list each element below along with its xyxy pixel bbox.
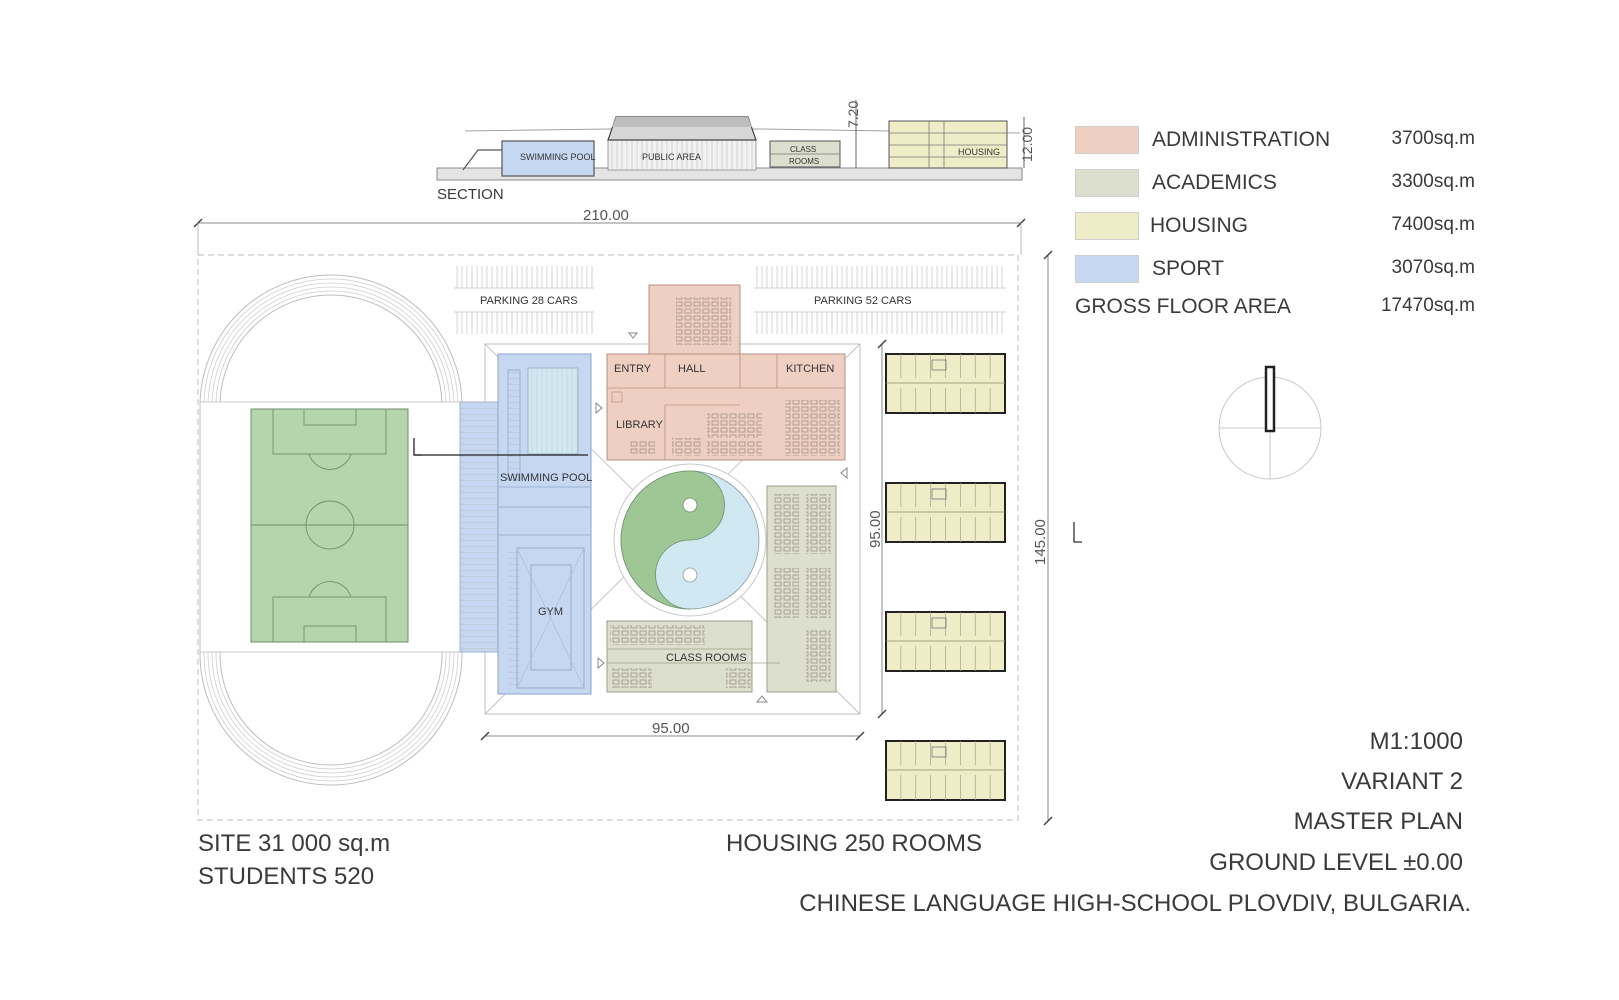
north-compass (1218, 365, 1322, 480)
legend-name-administration: ADMINISTRATION (1152, 128, 1331, 151)
gross-floor-area-value: 17470sq.m (1380, 295, 1475, 316)
administration-block: ENTRY HALL KITCHEN LIBRARY (606, 284, 846, 461)
entry-label: ENTRY (614, 363, 652, 375)
legend-swatch-administration (1075, 126, 1139, 154)
housing-rooms-text: HOUSING 250 ROOMS (726, 830, 983, 857)
parking-left-label: PARKING 28 CARS (480, 295, 578, 307)
sport-block: SWIMMING POOL GYM (413, 353, 592, 695)
parking-right-label: PARKING 52 CARS (814, 295, 912, 307)
hall-label: HALL (678, 363, 706, 375)
section-public-label: PUBLIC AREA (642, 152, 701, 162)
section-marker-right (1073, 522, 1082, 543)
parking-right: PARKING 52 CARS (754, 266, 1006, 334)
academics-block: CLASS ROOMS (606, 485, 837, 693)
library-label: LIBRARY (616, 419, 664, 431)
legend-row-sport: SPORT 3070sq.m (1075, 255, 1475, 283)
section-title: SECTION (437, 186, 504, 203)
section-dome-shade (612, 117, 752, 127)
section-drawing: SWIMMING POOL PUBLIC AREA CLASS ROOMS HO… (436, 100, 1035, 181)
football-field (250, 408, 409, 643)
housing-block (885, 611, 1006, 672)
dim-site-width-label: 210.00 (583, 207, 629, 224)
ground-level-text: GROUND LEVEL ±0.00 (1209, 849, 1463, 876)
class-rooms-label: CLASS ROOMS (666, 652, 747, 664)
section-housing-label: HOUSING (958, 147, 1000, 157)
plan-type-text: MASTER PLAN (1293, 808, 1463, 835)
site-boundary (197, 254, 1019, 821)
section-housing-block (888, 120, 1008, 169)
legend-value-housing: 7400sq.m (1391, 214, 1475, 235)
section-stairs (462, 149, 502, 171)
housing-block (885, 353, 1006, 414)
scale-text: M1:1000 (1369, 728, 1463, 755)
section-pool-label: SWIMMING POOL (520, 152, 596, 162)
legend-row-administration: ADMINISTRATION 3700sq.m (1075, 126, 1475, 154)
gym-label: GYM (538, 606, 563, 618)
housing-blocks (885, 353, 1006, 801)
project-title: CHINESE LANGUAGE HIGH-SCHOOL PLOVDIV, BU… (799, 890, 1471, 917)
section-height-b: 12.00 (1019, 127, 1035, 162)
gross-floor-area-label: GROSS FLOOR AREA (1075, 295, 1291, 318)
variant-text: VARIANT 2 (1341, 768, 1463, 795)
yin-yang-court (613, 463, 767, 617)
housing-block (885, 482, 1006, 543)
legend-value-administration: 3700sq.m (1391, 128, 1475, 149)
north-arrow-icon (1264, 365, 1276, 433)
legend-name-sport: SPORT (1152, 257, 1224, 280)
kitchen-label: KITCHEN (786, 363, 834, 375)
legend-name-housing: HOUSING (1150, 214, 1249, 237)
legend-value-sport: 3070sq.m (1391, 257, 1475, 278)
legend-swatch-sport (1075, 255, 1139, 283)
legend-value-academics: 3300sq.m (1391, 171, 1475, 192)
section-marker-left (413, 438, 422, 456)
site-outline: 210.00 145.00 (193, 207, 1082, 826)
site-area-text: SITE 31 000 sq.m (198, 830, 391, 857)
legend-name-academics: ACADEMICS (1152, 171, 1277, 194)
dim-site-depth-label: 145.00 (1032, 519, 1049, 565)
section-public-pattern (608, 140, 756, 170)
section-class-label-1: CLASS (790, 145, 816, 154)
legend-row-gross: GROSS FLOOR AREA 17470sq.m (1075, 293, 1475, 321)
section-class-label-2: ROOMS (789, 157, 819, 166)
parking-left: PARKING 28 CARS (454, 266, 594, 334)
section-pool-block (501, 140, 595, 177)
housing-block (885, 740, 1006, 801)
dim-court-width-label: 95.00 (652, 720, 690, 737)
legend-row-housing: HOUSING 7400sq.m (1075, 212, 1475, 240)
students-text: STUDENTS 520 (198, 863, 375, 890)
legend-swatch-academics (1075, 169, 1139, 197)
swimming-pool-label: SWIMMING POOL (500, 472, 592, 484)
legend-row-academics: ACADEMICS 3300sq.m (1075, 169, 1475, 197)
section-height-a: 7.20 (845, 101, 861, 128)
dim-court-depth-label: 95.00 (867, 510, 884, 548)
legend-swatch-housing (1075, 212, 1139, 240)
